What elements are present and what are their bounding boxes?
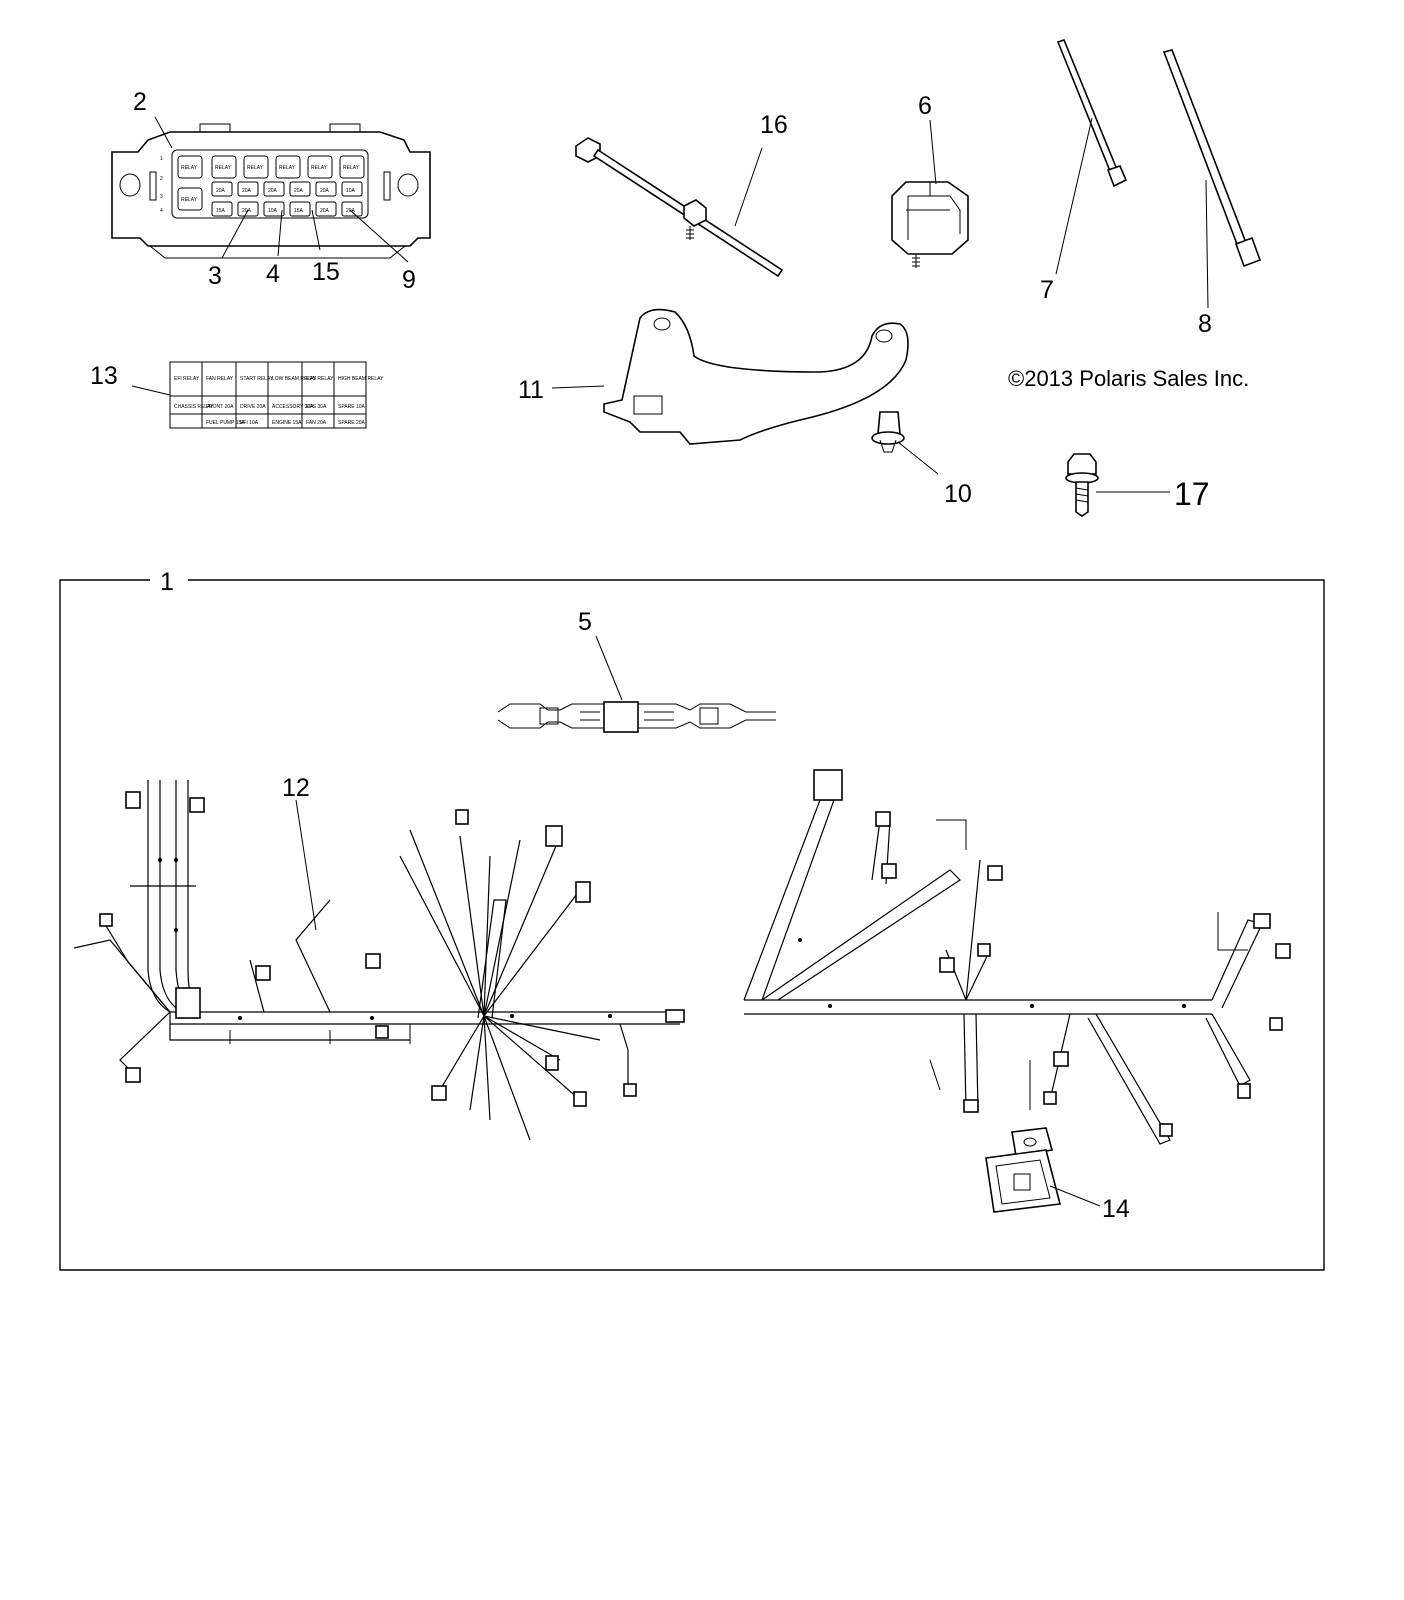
fuse-slot xyxy=(289,201,311,217)
module-part-14 xyxy=(985,1127,1062,1213)
decal-cell: SPARE 10A xyxy=(338,404,366,410)
cable-tie-part-7 xyxy=(1056,39,1128,188)
callout-15: 15 xyxy=(312,258,340,286)
fuse-slot xyxy=(237,181,259,197)
fuse-label: 10A xyxy=(268,208,278,214)
clip-part-6 xyxy=(891,181,969,268)
relay-label: RELAY xyxy=(181,165,198,171)
fuse-label: 20A xyxy=(242,208,252,214)
relay-label: RELAY xyxy=(215,165,232,171)
decal-cell: HIGH BEAM RELAY xyxy=(338,376,384,382)
side-number: 1 xyxy=(160,156,163,162)
assembly-frame xyxy=(59,579,1325,1271)
fuse-label: 20A xyxy=(242,188,252,194)
fuse-label: 15A xyxy=(294,208,304,214)
bracket-part-11 xyxy=(603,308,909,445)
callout-14: 14 xyxy=(1102,1195,1130,1223)
bolt-part-17 xyxy=(1065,453,1099,517)
relay-slot xyxy=(307,155,333,179)
relay-slot xyxy=(211,155,237,179)
fuse-slot xyxy=(211,181,233,197)
fuse-slot xyxy=(263,201,285,217)
copyright-notice: ©2013 Polaris Sales Inc. xyxy=(1008,366,1249,391)
decal-cell: DRIVE 20A xyxy=(240,404,266,410)
fuse-slot xyxy=(341,181,363,197)
callout-7: 7 xyxy=(1040,276,1054,304)
main-harness-left xyxy=(73,780,685,1141)
fuse-label: 20A xyxy=(320,188,330,194)
fuse-label: 10A xyxy=(346,188,356,194)
callout-11: 11 xyxy=(518,376,544,404)
cable-tie-part-8 xyxy=(1162,49,1262,268)
callout-13: 13 xyxy=(90,362,118,390)
decal-cell: FAN RELAY xyxy=(206,376,234,382)
relay-slot xyxy=(275,155,301,179)
decal-cell: ACCESSORY 20A xyxy=(272,404,314,410)
side-number: 2 xyxy=(160,176,163,182)
decal-cell: FAN 20A xyxy=(306,420,327,426)
fuse-slot xyxy=(211,201,233,217)
fuse-slot xyxy=(315,181,337,197)
decal-cell: CHASSIS RELAY xyxy=(174,404,214,410)
relay-label: RELAY xyxy=(247,165,264,171)
relay-label: RELAY xyxy=(279,165,296,171)
fuse-slot xyxy=(237,201,259,217)
decal-cell: EFI 10A xyxy=(240,420,259,426)
callout-8: 8 xyxy=(1198,310,1212,338)
callout-1: 1 xyxy=(160,568,174,596)
relay-slot xyxy=(177,155,203,179)
callout-16: 16 xyxy=(760,111,788,139)
relay-slot xyxy=(177,187,203,211)
decal-cell: ENGINE 15A xyxy=(272,420,302,426)
decal-cell: SPARE 20A xyxy=(338,420,366,426)
callout-12: 12 xyxy=(282,774,310,802)
callout-3: 3 xyxy=(208,262,222,290)
fuse-box-part-2: RELAY RELAY RELAY RELAY RELAY RELAY RELAY 20A 2… xyxy=(111,123,431,259)
fuse-label: 20A xyxy=(216,188,226,194)
relay-slot xyxy=(339,155,365,179)
decal-cell: LOW BEAM RELAY xyxy=(272,376,317,382)
fuse-slot xyxy=(289,181,311,197)
fuse-label: 20A xyxy=(294,188,304,194)
callout-4: 4 xyxy=(266,260,280,288)
callout-6: 6 xyxy=(918,92,932,120)
fuse-label: 20A xyxy=(268,188,278,194)
fuse-slot xyxy=(341,201,363,217)
rivet-part-10 xyxy=(871,411,905,453)
fuse-slot xyxy=(315,201,337,217)
relay-label: RELAY xyxy=(343,165,360,171)
decal-cell: EPS 30A xyxy=(306,404,327,410)
decal-cell: FRONT 20A xyxy=(206,404,234,410)
callout-10: 10 xyxy=(944,480,972,508)
main-harness-right xyxy=(743,769,1291,1145)
callout-2: 2 xyxy=(133,88,147,116)
jumper-harness-part-5 xyxy=(497,701,776,733)
fuse-label: 15A xyxy=(216,208,226,214)
callout-9: 9 xyxy=(402,266,416,294)
relay-label: RELAY xyxy=(311,165,328,171)
side-number: 3 xyxy=(160,194,163,200)
decal-cell: EPS RELAY xyxy=(306,376,334,382)
cable-tie-part-16 xyxy=(575,137,784,278)
side-number: 4 xyxy=(160,208,163,214)
decal-cell: EFI RELAY xyxy=(174,376,200,382)
decal-cell: START RELAY xyxy=(240,376,274,382)
decal-cell: FUEL PUMP 15A xyxy=(206,420,245,426)
callout-5: 5 xyxy=(578,608,592,636)
callout-17: 17 xyxy=(1174,476,1210,512)
fuse-slot xyxy=(263,181,285,197)
relay-slot xyxy=(243,155,269,179)
relay-label: RELAY xyxy=(181,197,198,203)
fuse-label: 20A xyxy=(320,208,330,214)
